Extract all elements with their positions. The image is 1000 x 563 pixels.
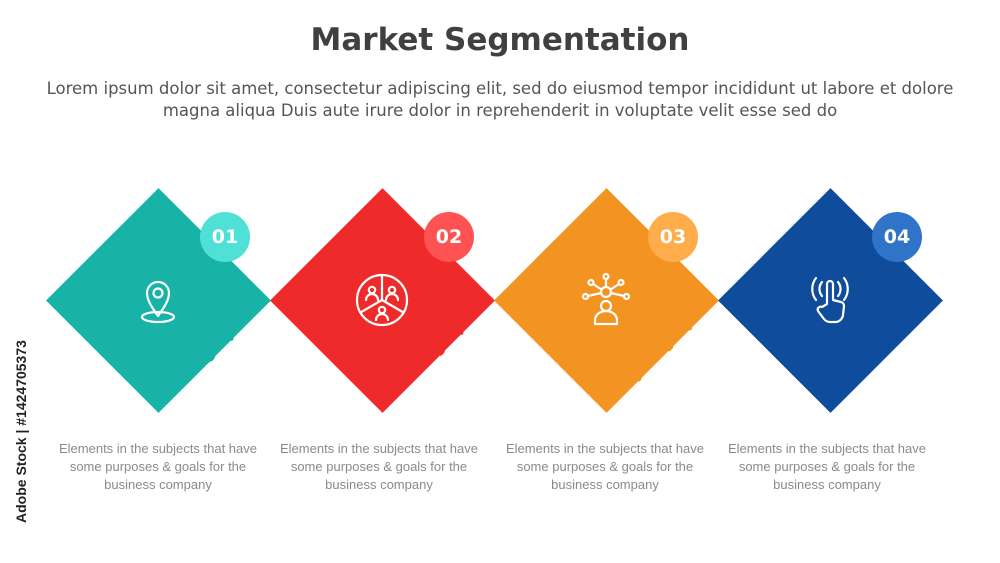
step-geographic: 01 Geographic bbox=[45, 187, 271, 413]
page-subtitle: Lorem ipsum dolor sit amet, consectetur … bbox=[46, 79, 954, 120]
people-pie-icon bbox=[355, 273, 409, 327]
location-pin-icon bbox=[140, 280, 176, 324]
step-number-badge: 04 bbox=[872, 212, 922, 262]
step-number-badge: 01 bbox=[200, 212, 250, 262]
step-description: Elements in the subjects that have some … bbox=[727, 441, 926, 492]
step-number-badge: 03 bbox=[648, 212, 698, 262]
step-behavioral: 04 Behavioral bbox=[717, 187, 943, 413]
stock-watermark-credit: Adobe Stock | #1424705373 bbox=[13, 340, 29, 523]
step-demographic: 02 Demographic bbox=[269, 187, 495, 413]
page-title: Market Segmentation bbox=[310, 22, 690, 58]
step-description: Elements in the subjects that have some … bbox=[279, 441, 478, 492]
step-number-badge: 02 bbox=[424, 212, 474, 262]
mind-network-icon bbox=[581, 272, 631, 326]
step-description: Elements in the subjects that have some … bbox=[58, 441, 257, 492]
step-psychographic: 03 Psychographic bbox=[493, 187, 719, 413]
step-description: Elements in the subjects that have some … bbox=[505, 441, 704, 492]
hand-tap-icon bbox=[811, 276, 849, 324]
